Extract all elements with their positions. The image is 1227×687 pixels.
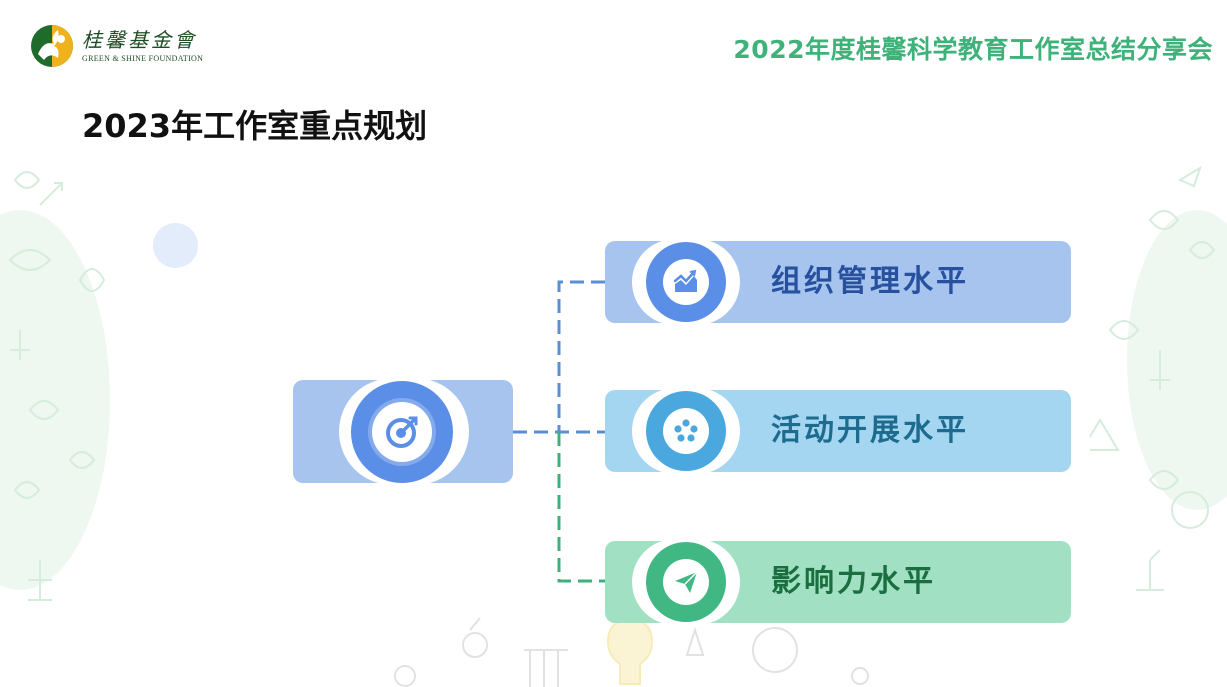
- paper-plane-icon: [675, 571, 698, 593]
- logo-name-en: GREEN & SHINE FOUNDATION: [82, 54, 204, 63]
- item-label-influence: 影响力水平: [771, 564, 936, 599]
- decorative-dot: [153, 223, 198, 268]
- decorative-leaves-right-icon: [1090, 165, 1216, 591]
- center-node: [351, 381, 453, 483]
- item-node-influence: [646, 542, 726, 622]
- header-title: 2022年度桂馨科学教育工作室总结分享会: [733, 35, 1213, 64]
- foundation-logo-icon: [31, 25, 73, 67]
- decorative-leaves-left-icon: [8, 171, 106, 601]
- foundation-logo: 桂馨基金會 GREEN & SHINE FOUNDATION: [30, 24, 203, 68]
- film-reel-icon: [674, 419, 698, 442]
- item-label-activity-execution: 活动开展水平: [771, 413, 969, 448]
- decorative-science-icons: [394, 617, 869, 687]
- item-node-organization-management: [646, 242, 726, 322]
- target-arrow-icon: [386, 416, 418, 448]
- logo-name-cn: 桂馨基金會: [82, 28, 197, 52]
- page-title: 2023年工作室重点规划: [82, 107, 428, 145]
- item-node-activity-execution: [646, 391, 726, 471]
- growth-chart-icon: [673, 269, 697, 292]
- item-label-organization-management: 组织管理水平: [771, 264, 969, 299]
